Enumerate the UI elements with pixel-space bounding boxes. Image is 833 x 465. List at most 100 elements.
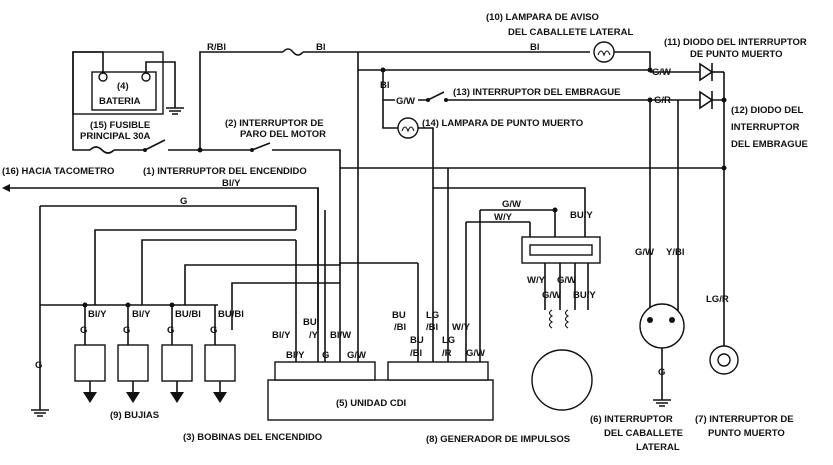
side-stand-contact [669,317,675,323]
cdi-unit-label: (5) UNIDAD CDI [336,398,406,409]
wire-c-bubl4-label: /Bl [410,348,422,359]
clutch-switch-label: (13) INTERRUPTOR DEL EMBRAGUE [453,87,621,98]
battery-terminal-minus [141,72,151,82]
kill-switch-label-line2: PARO DEL MOTOR [240,129,326,140]
pulse-coil-left [548,309,554,329]
wire-c-bly2-label: Bl/Y [286,350,305,361]
wire-p-gw-label: G/W [502,199,521,210]
ignition-switch-label: (1) INTERRUPTOR DEL ENCENDIDO [143,166,307,177]
wire-p-gw3-label: G/W [542,290,561,301]
coil-1: G [74,305,106,403]
pulse-generator [531,349,593,411]
wire-ybl-side-label: Y/Bl [666,247,684,258]
wire-c-bu-label: BU [303,317,317,328]
diode-11-label: (11) DIODO DEL INTERRUPTOR [664,37,807,48]
coil-4-wire [231,282,340,330]
wire-p-wy2-label: W/Y [527,275,546,286]
ignition-to-kill-switch-wire [200,142,300,151]
pulse-generator-label: (8) GENERADOR DE IMPULSOS [426,434,570,445]
side-stand-label-line2: DEL CABALLETE [604,428,683,439]
cdi-connector-right [387,361,489,381]
spark-plugs-label: (9) BUJIAS [110,410,159,421]
wire-bubl1-label: BU/Bl [175,309,201,320]
fuse-label: (15) FUSIBLE [90,120,150,131]
wire-c-lgbl-label: LG [426,310,439,321]
neutral-lamp-wire [382,100,398,129]
side-stand-label: (6) INTERRUPTOR [590,414,673,425]
kill-switch-pin [250,148,254,152]
wire-g-side-label: G [658,367,665,378]
wire-p-gw2-label: G/W [557,275,576,286]
side-stand-switch [639,303,685,349]
coil-4: G [204,305,236,403]
lamp-filament [597,50,611,57]
side-stand-warning-lamp [593,41,615,63]
neutral-switch-label-line2: PUNTO MUERTO [708,428,785,439]
wire-c-bu2-label: /Y [309,330,319,341]
wire-bl-label-2: Bl [530,42,540,53]
neutral-switch-inner [717,353,731,367]
rbl-wire [199,51,283,150]
wire-c-bubl3-label: BU [410,335,424,346]
battery-ground-wire [145,61,176,108]
cdi-bubl-branch [339,262,418,265]
wire-c-gw-label: G/W [347,350,366,361]
clutch-switch-pin [426,98,430,102]
wire-rbl-label: R/Bl [207,42,226,53]
tachometer-wire [8,187,319,330]
lamp-to-diode-wire [614,51,651,72]
wire-g1-label: G [80,325,87,336]
wire-c-bubl-label: BU [392,310,406,321]
wire-bl-label-3: Bl [380,80,390,91]
pulse-coil-right [564,309,570,329]
diode-12-label: (12) DIODO DEL [731,105,804,116]
pulse-connector-wires [529,210,556,237]
coil-2: G [117,305,149,403]
main-fuse [89,146,115,154]
fuse-label-line2: PRINCIPAL 30A [80,131,151,142]
wire-g-left-label: G [35,360,42,371]
pulse-buy-wire [433,187,586,237]
coil-ground-wire [94,229,296,305]
tachometer-label: (16) HACIA TACOMETRO [2,166,114,177]
neutral-switch-diode [699,62,714,82]
clutch-switch-pin [444,98,448,102]
battery-number-label: (4) [117,81,129,92]
diode-12-out-wire [712,99,725,168]
ignition-switch-pin [143,148,147,152]
coil-bubl-wire [184,264,340,305]
wire-bl-label-1: Bl [316,42,326,53]
lamp-10-label-line2: DEL CABALLETE LATERAL [508,27,633,38]
wire-bly2-label: Bl/Y [132,309,151,320]
side-stand-ground-symbol [653,399,671,407]
battery-terminal-plus [98,72,108,82]
battery-ground-symbol [166,107,184,115]
side-stand-label-line3: LATERAL [636,442,680,453]
wire-c-lgbl2-label: /Bl [426,322,438,333]
kill-switch-label: (2) INTERRUPTOR DE [225,118,324,129]
lamp-10-label: (10) LAMPARA DE AVISO [486,12,599,23]
secondary-fuse [282,48,304,56]
wire-bly-top-label: Bl/Y [222,178,241,189]
neutral-lamp [397,117,419,139]
neutral-lamp-label: (14) LAMPARA DE PUNTO MUERTO [422,118,583,129]
ignition-coils-label: (3) BOBINAS DEL ENCENDIDO [183,432,322,443]
wire-c-bubl2-label: /Bl [394,322,406,333]
wire-c-lgr-label: LG [442,335,455,346]
cdi-unit [267,379,494,421]
wire-c-g-label: G [322,350,329,361]
tachometer-arrow [2,184,10,192]
wire-g-top-label: G [180,196,187,207]
wire-lgr-label: LG/R [706,294,729,305]
kill-switch-to-main-wire [300,149,341,168]
ignition-switch-contact [144,139,166,151]
wire-gw-clutch-label: G/W [396,96,415,107]
junction-dot [721,97,727,103]
lamp-filament [401,126,415,133]
left-ground-symbol [31,409,49,417]
diode-12-label-line3: DEL EMBRAGUE [731,139,808,150]
neutral-switch-label: (7) INTERRUPTOR DE [695,414,794,425]
wire-c-wy-label: W/Y [452,322,471,333]
battery-label: BATERIA [99,96,141,107]
cdi-connector-left [274,361,376,381]
